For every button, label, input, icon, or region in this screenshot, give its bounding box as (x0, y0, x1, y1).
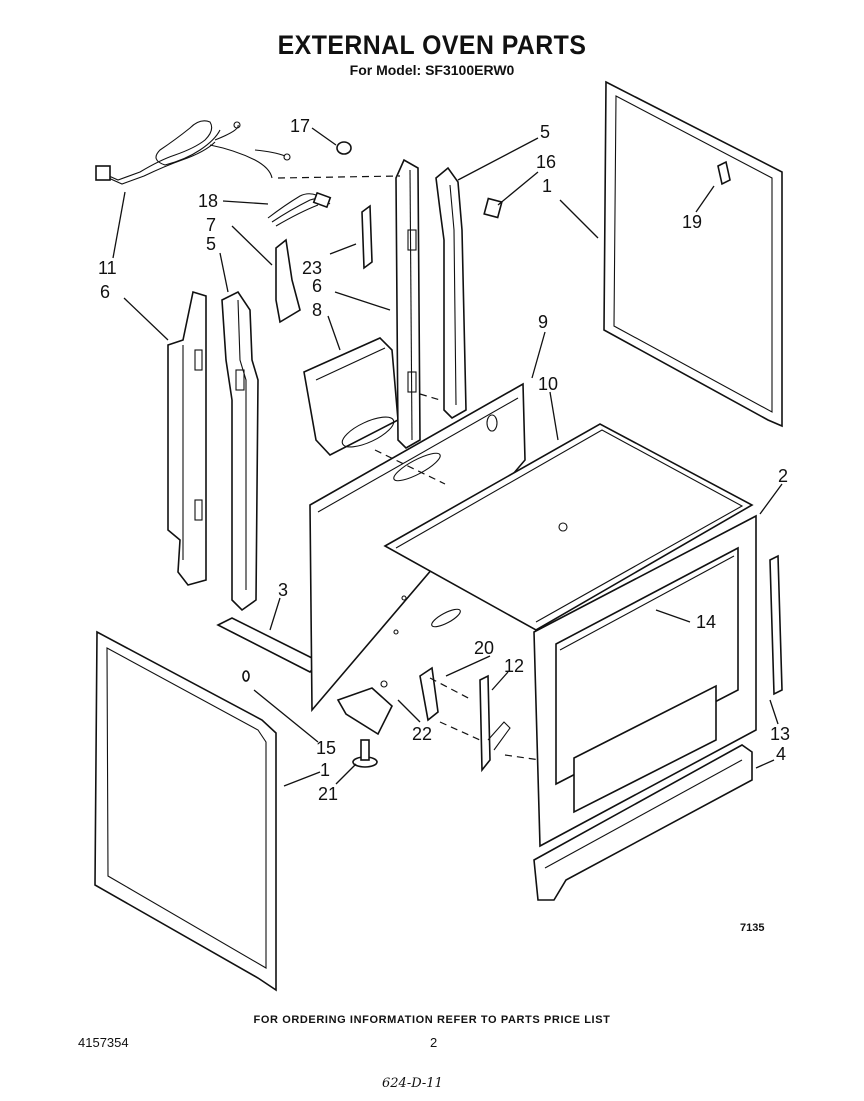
callout-6-left: 6 (100, 282, 110, 302)
figure-code: 7135 (740, 922, 765, 934)
callout-4: 4 (776, 744, 786, 764)
assembly-line-5 (277, 175, 401, 179)
wire-harness-part-18 (267, 191, 332, 227)
callout-11: 11 (98, 258, 117, 278)
callout-20: 20 (474, 638, 494, 658)
callout-17: 17 (290, 116, 310, 136)
document-number: 4157354 (78, 1035, 129, 1050)
callout-14: 14 (696, 612, 716, 632)
page-number: 2 (430, 1035, 438, 1050)
callout-2: 2 (778, 466, 788, 486)
callout-10: 10 (538, 374, 558, 394)
right-side-panel-part-1 (603, 80, 783, 428)
top-panel-part-10 (383, 423, 754, 631)
callout-19: 19 (682, 212, 702, 232)
assembly-line-2 (429, 677, 473, 701)
callout-9: 9 (538, 312, 548, 332)
bracket-part-7 (275, 238, 301, 324)
wire-connector-part-17 (336, 141, 352, 155)
assembly-line-6 (419, 393, 441, 401)
callout-13: 13 (770, 724, 790, 744)
oven-vent-part-8 (303, 337, 399, 456)
bracket-part-20 (419, 666, 439, 722)
callout-8: 8 (312, 300, 322, 320)
kick-plate-part-4 (533, 744, 753, 901)
lower-bracket-part-3 (216, 617, 322, 673)
callout-23: 23 (302, 258, 322, 278)
left-front-rail-part-5 (221, 290, 259, 612)
callout-12: 12 (504, 656, 524, 676)
side-strip-part-13 (769, 554, 783, 696)
callout-16: 16 (536, 152, 556, 172)
rod-part-12 (479, 674, 511, 773)
callout-21: 21 (318, 784, 338, 804)
screw-part-15 (242, 670, 250, 682)
callout-1-top: 1 (542, 176, 552, 196)
center-front-rail-part-5 (435, 166, 467, 419)
clip-part-16 (483, 197, 503, 219)
callout-22: 22 (412, 724, 432, 744)
center-rear-rail-part-6 (395, 158, 421, 449)
callout-18: 18 (198, 191, 218, 211)
handwritten-code: 624-D-11 (382, 1076, 443, 1091)
callout-5-left: 5 (206, 234, 216, 254)
left-rear-rail-part-6 (167, 290, 207, 586)
ordering-note: FOR ORDERING INFORMATION REFER TO PARTS … (253, 1014, 611, 1026)
hinge-part-22 (336, 680, 393, 736)
callout-6-center: 6 (312, 276, 322, 296)
callout-7: 7 (206, 215, 216, 235)
left-side-panel-part-1 (94, 630, 277, 992)
assembly-line-4 (504, 754, 541, 761)
assembly-line-3 (439, 721, 481, 741)
callout-3: 3 (278, 580, 288, 600)
callout-15: 15 (316, 738, 336, 758)
leveling-leg-part-21 (352, 739, 378, 768)
strip-part-23 (361, 204, 373, 270)
callout-1-bottom: 1 (320, 760, 330, 780)
model-subtitle: For Model: SF3100ERW0 (349, 62, 515, 78)
power-cord-part (95, 120, 291, 185)
leader-lines (112, 127, 783, 787)
page-title: EXTERNAL OVEN PARTS (277, 30, 587, 60)
front-frame-part-2 (533, 514, 757, 848)
callout-5-right: 5 (540, 122, 550, 142)
assembly-line-1 (374, 449, 446, 485)
